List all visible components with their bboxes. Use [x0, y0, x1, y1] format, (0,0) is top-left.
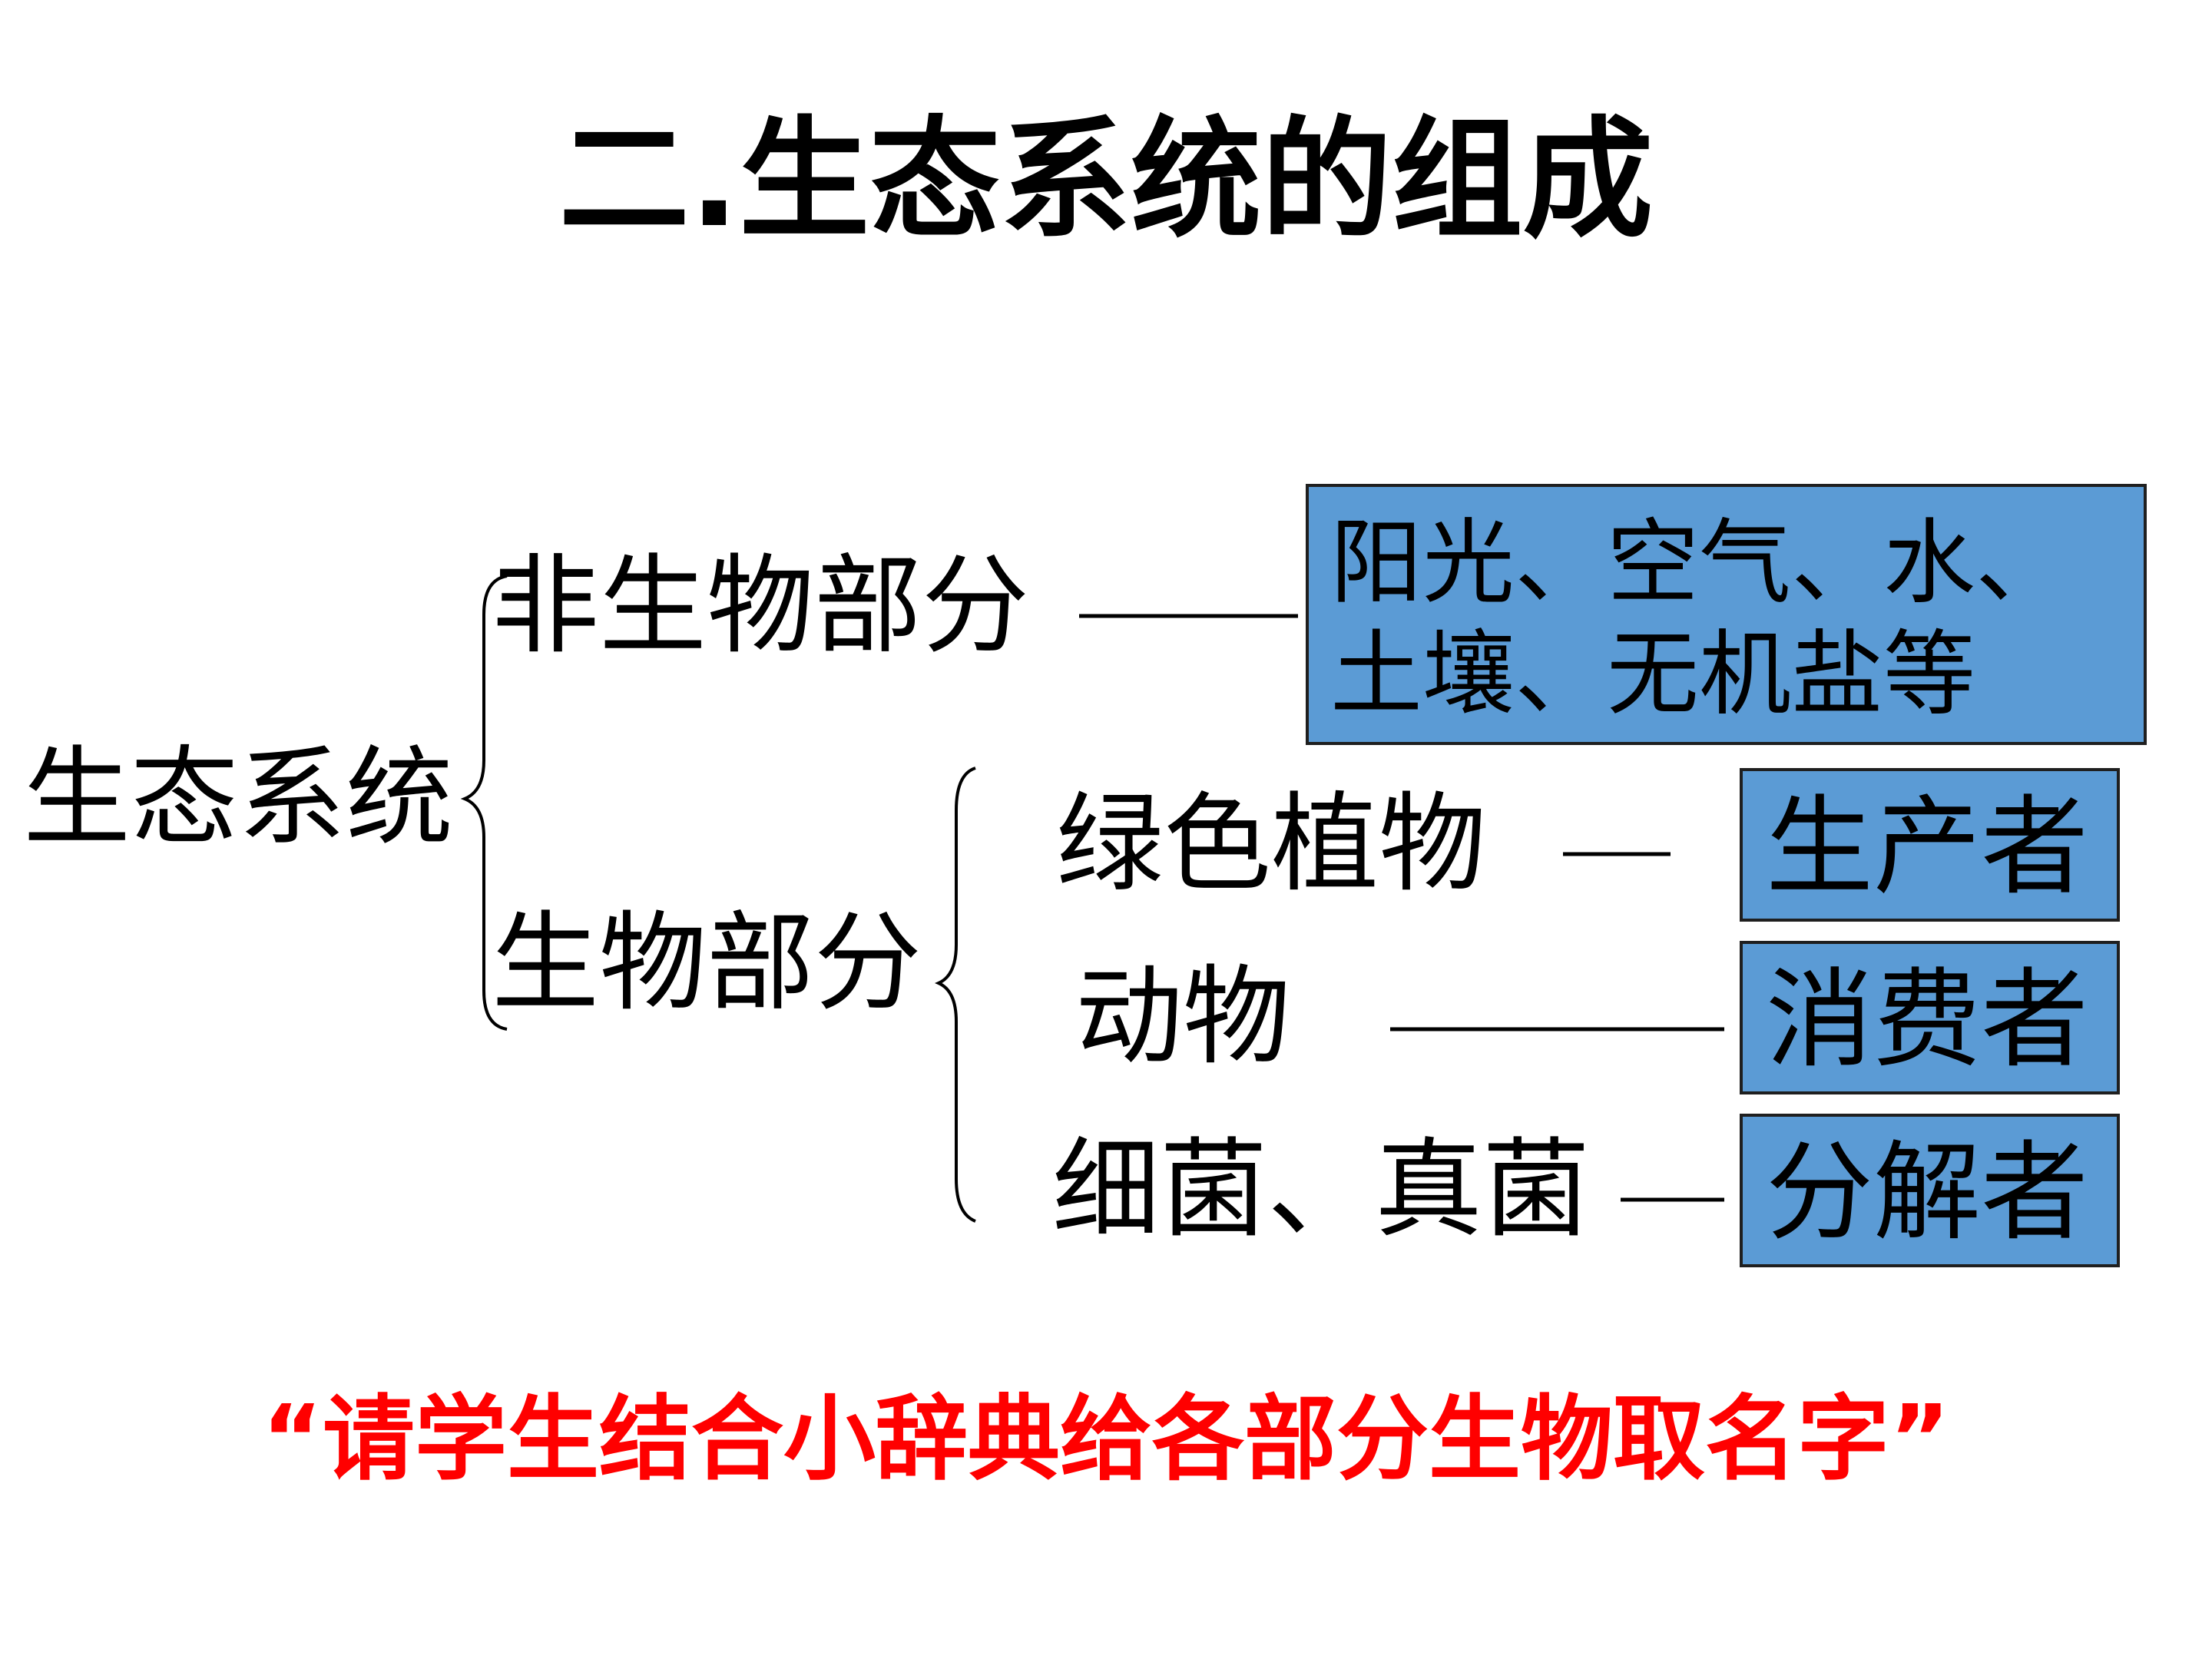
- abiotic-detail-box: 阳光、空气、水、 土壤、无机盐等: [1306, 484, 2147, 745]
- decomposer-label: 分解者: [1766, 1131, 2089, 1256]
- consumer-label: 消费者: [1766, 958, 2089, 1083]
- teacher-prompt: “请学生结合小辞典给各部分生物取名字”: [262, 1386, 1950, 1493]
- consumer-box: 消费者: [1740, 941, 2120, 1094]
- main-brace: [460, 575, 508, 1031]
- animals-label: 动物: [1075, 955, 1291, 1080]
- abiotic-detail-line-2: 土壤、无机盐等: [1330, 621, 1975, 728]
- biotic-brace: [934, 767, 976, 1223]
- abiotic-detail-line-1: 阳光、空气、水、: [1330, 510, 2068, 617]
- slide-title: 二.生态系统的组成: [558, 104, 1654, 257]
- bacteria-fungi-label: 细菌、真菌: [1052, 1128, 1591, 1253]
- ecosystem-label: 生态系统: [23, 736, 454, 861]
- abiotic-part-label: 非生物部分: [492, 544, 1030, 669]
- decomposer-box: 分解者: [1740, 1114, 2120, 1267]
- green-plants-label: 绿色植物: [1056, 782, 1487, 907]
- producer-box: 生产者: [1740, 768, 2120, 922]
- biotic-part-label: 生物部分: [492, 901, 922, 1026]
- producer-label: 生产者: [1766, 785, 2089, 910]
